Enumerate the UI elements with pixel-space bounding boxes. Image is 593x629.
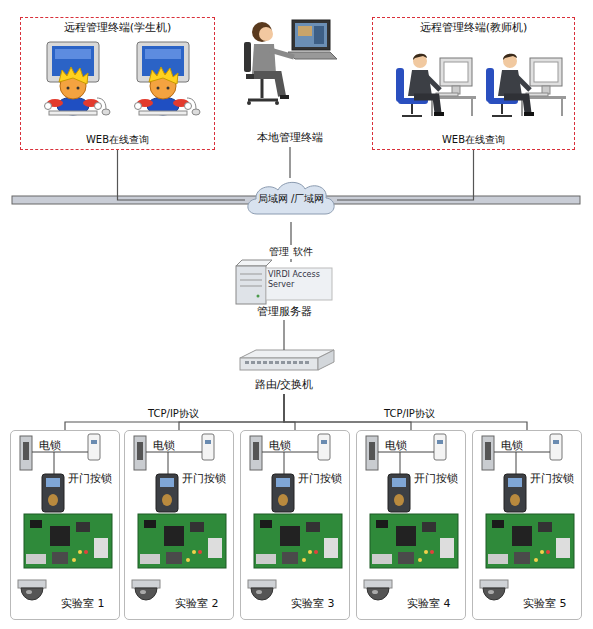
switch-icon bbox=[240, 358, 318, 370]
edge-label: 管理 软件 bbox=[267, 245, 314, 259]
teacher-computer bbox=[486, 54, 566, 116]
connector-line bbox=[118, 150, 246, 200]
button-label: 开门按锁 bbox=[530, 471, 574, 486]
button-label: 开门按锁 bbox=[414, 471, 458, 486]
switch-icon bbox=[251, 361, 255, 364]
lock-label: 电锁 bbox=[153, 438, 175, 453]
switch-icon bbox=[245, 361, 249, 364]
network-cloud: 局域网 /厂域网 bbox=[245, 178, 337, 222]
switch-icon bbox=[240, 350, 334, 370]
node-text: 实验室 2 bbox=[175, 597, 219, 610]
button-label: 开门按锁 bbox=[68, 471, 112, 486]
lock-label: 电锁 bbox=[385, 438, 407, 453]
node-text: 实验室 3 bbox=[291, 597, 335, 610]
lab-equipment bbox=[18, 434, 112, 600]
server-icon bbox=[240, 280, 262, 281]
lab-box: 实验室 4 电锁开门按锁 bbox=[356, 430, 466, 620]
remote-terminal-group: 远程管理终端(学生机) WEB在线查询 bbox=[20, 17, 215, 150]
switch-icon bbox=[293, 361, 297, 364]
switch-icon bbox=[281, 361, 285, 364]
button-label: 开门按锁 bbox=[182, 471, 226, 486]
connector-line bbox=[289, 147, 290, 178]
switch-icon bbox=[257, 361, 261, 364]
switch-icon bbox=[299, 361, 303, 364]
node-text: 管理服务器 bbox=[232, 305, 336, 318]
switch-icon bbox=[318, 350, 334, 370]
connector-line bbox=[284, 394, 527, 430]
protocol-label: TCP/IP协议 bbox=[148, 407, 199, 421]
node-text: VIRDI Access Server bbox=[268, 270, 330, 289]
connector-line bbox=[284, 394, 295, 430]
protocol-label: TCP/IP协议 bbox=[384, 407, 435, 421]
server-icon bbox=[240, 286, 262, 287]
server-icon bbox=[240, 274, 262, 275]
node-text: 远程管理终端(教师机) bbox=[373, 21, 574, 34]
switch-icon bbox=[269, 361, 273, 364]
lab-equipment bbox=[132, 434, 226, 600]
lab-box: 实验室 2 电锁开门按锁 bbox=[124, 430, 234, 620]
switch-icon bbox=[305, 361, 309, 364]
local-terminal: 本地管理终端 bbox=[240, 15, 340, 147]
lock-label: 电锁 bbox=[39, 438, 61, 453]
switch-icon bbox=[245, 361, 309, 364]
server-icon bbox=[257, 295, 260, 298]
switch-node: 路由/交换机 bbox=[238, 350, 330, 394]
node-text: WEB在线查询 bbox=[373, 134, 574, 146]
lock-label: 电锁 bbox=[501, 438, 523, 453]
teacher-computer bbox=[396, 54, 476, 116]
lock-label: 电锁 bbox=[269, 438, 291, 453]
node-text: 实验室 4 bbox=[407, 597, 451, 610]
connector-line bbox=[337, 150, 474, 200]
switch-icon bbox=[263, 361, 267, 364]
lab-equipment bbox=[248, 434, 342, 600]
switch-icon bbox=[275, 361, 279, 364]
switch-icon bbox=[287, 361, 291, 364]
lab-box: 实验室 5 电锁开门按锁 bbox=[472, 430, 582, 620]
lab-equipment bbox=[480, 434, 574, 600]
connector-line bbox=[65, 394, 284, 430]
student-computer bbox=[45, 42, 111, 115]
lab-equipment bbox=[364, 434, 458, 600]
server-icon bbox=[236, 260, 272, 266]
connector-line bbox=[283, 320, 284, 350]
local-operator bbox=[244, 20, 337, 105]
remote-terminal-group: 远程管理终端(教师机) WEB在线查询 bbox=[372, 17, 575, 150]
student-computer bbox=[135, 42, 201, 115]
node-text: WEB在线查询 bbox=[21, 134, 214, 146]
button-label: 开门按锁 bbox=[298, 471, 342, 486]
node-text: 实验室 1 bbox=[61, 597, 105, 610]
server-icon bbox=[236, 266, 266, 304]
node-text: 路由/交换机 bbox=[238, 378, 330, 391]
server-icon bbox=[236, 260, 332, 304]
node-text: 远程管理终端(学生机) bbox=[21, 21, 214, 34]
server-icon bbox=[266, 268, 332, 300]
node-text: 局域网 /厂域网 bbox=[245, 193, 337, 205]
node-text: 实验室 5 bbox=[523, 597, 567, 610]
server-node: VIRDI Access Server 管理服务器 bbox=[232, 262, 336, 320]
lab-box: 实验室 3 电锁开门按锁 bbox=[240, 430, 350, 620]
lab-box: 实验室 1 电锁开门按锁 bbox=[10, 430, 120, 620]
node-text: 本地管理终端 bbox=[240, 131, 340, 144]
